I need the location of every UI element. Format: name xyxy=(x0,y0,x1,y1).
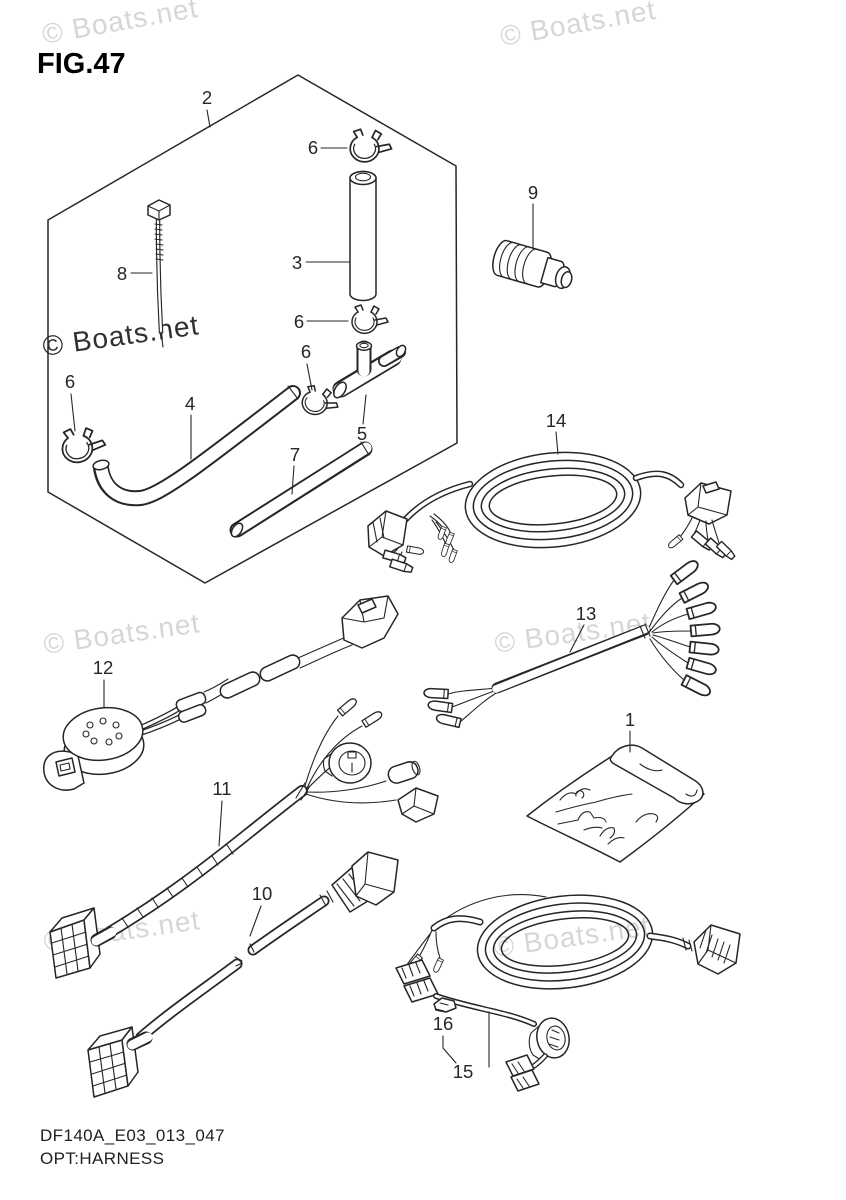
callout-6: 6 xyxy=(294,311,304,332)
callout-labels: 2 6 3 8 6 6 6 4 5 7 9 14 13 12 11 1 10 1… xyxy=(65,87,635,1082)
figure-code: DF140A_E03_013_047 xyxy=(40,1126,225,1145)
watermark: © Boats.net xyxy=(498,0,659,52)
callout-4: 4 xyxy=(185,393,195,414)
part-13-sub-harness xyxy=(423,557,722,729)
callout-16: 16 xyxy=(433,1013,454,1034)
callout-leaders xyxy=(70,109,631,1068)
callout-9: 9 xyxy=(528,182,538,203)
callout-7: 7 xyxy=(290,444,300,465)
figure-caption: OPT:HARNESS xyxy=(40,1149,165,1168)
callout-2: 2 xyxy=(202,87,212,108)
hose-clamp xyxy=(349,128,393,163)
watermark: © Boats.net xyxy=(41,309,201,362)
callout-6: 6 xyxy=(301,341,311,362)
part-8-cable-tie xyxy=(147,199,171,348)
callout-8: 8 xyxy=(117,263,127,284)
part-16-clip xyxy=(433,997,457,1013)
figure-footer: DF140A_E03_013_047 OPT:HARNESS xyxy=(40,1124,225,1170)
part-15-harness xyxy=(395,894,741,1092)
part-1-parts-bag xyxy=(526,744,705,863)
part-5-t-fitting xyxy=(332,340,407,399)
callout-3: 3 xyxy=(292,252,302,273)
figure-title: FIG.47 xyxy=(37,48,126,80)
callout-12: 12 xyxy=(93,657,114,678)
hose-clamp xyxy=(58,423,109,466)
part-10-harness xyxy=(87,851,399,1098)
part-11-harness xyxy=(49,696,439,979)
callout-6: 6 xyxy=(308,137,318,158)
part-2-parts-box xyxy=(47,74,458,584)
part-4-hose xyxy=(92,385,301,507)
callout-13: 13 xyxy=(576,603,597,624)
callout-1: 1 xyxy=(625,709,635,730)
part-14-harness xyxy=(367,451,737,575)
watermark: © Boats.net xyxy=(42,607,202,660)
callout-10: 10 xyxy=(252,883,273,904)
watermark: © Boats.net xyxy=(40,0,201,50)
callout-11: 11 xyxy=(212,778,231,799)
part-7-tube xyxy=(229,441,373,538)
callout-14: 14 xyxy=(546,410,567,431)
part-12-sensor xyxy=(43,595,399,791)
callout-15: 15 xyxy=(453,1061,474,1082)
part-3-tube xyxy=(349,170,377,302)
part-9-plug xyxy=(492,239,573,290)
callout-6: 6 xyxy=(65,371,75,392)
callout-5: 5 xyxy=(357,423,367,444)
hose-clamp xyxy=(351,304,389,335)
